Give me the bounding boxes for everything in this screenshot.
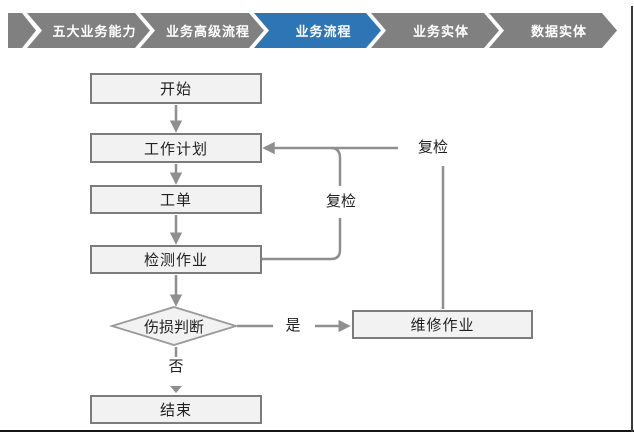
node-end: 结束	[90, 395, 262, 424]
decision-diamond-shape	[108, 306, 240, 346]
arrowhead-no-to-end	[170, 386, 182, 393]
edge-label-recheck-outer: 复检	[411, 138, 455, 158]
node-plan: 工作计划	[90, 133, 262, 163]
edge-label-recheck-inner: 复检	[319, 192, 363, 212]
node-order: 工单	[90, 185, 262, 214]
step-label: 业务流程	[295, 24, 352, 39]
step-label: 数据实体	[530, 24, 587, 39]
wire-inner-loop-upper	[330, 146, 342, 186]
node-decision: 伤损判断	[143, 319, 204, 336]
edge-label-yes: 是	[281, 316, 305, 336]
page-right-edge	[631, 6, 633, 432]
step-label: 业务高级流程	[165, 24, 250, 39]
step-data-entity[interactable]: 数据实体	[489, 13, 617, 48]
step-business-process[interactable]: 业务流程	[254, 13, 381, 48]
step-label: 五大业务能力	[52, 24, 137, 39]
step-label: 业务实体	[412, 24, 469, 39]
node-start: 开始	[90, 73, 262, 104]
step-business-highlevel-flow[interactable]: 业务高级流程	[140, 13, 264, 48]
step-business-entity[interactable]: 业务实体	[371, 13, 499, 48]
node-inspect: 检测作业	[90, 245, 262, 274]
wire-inner-loop-lower	[262, 218, 342, 261]
page-bottom-edge	[0, 430, 634, 432]
node-repair: 维修作业	[352, 310, 533, 339]
edge-label-no: 否	[164, 357, 188, 377]
step-business-capabilities[interactable]: 五大业务能力	[27, 13, 150, 48]
